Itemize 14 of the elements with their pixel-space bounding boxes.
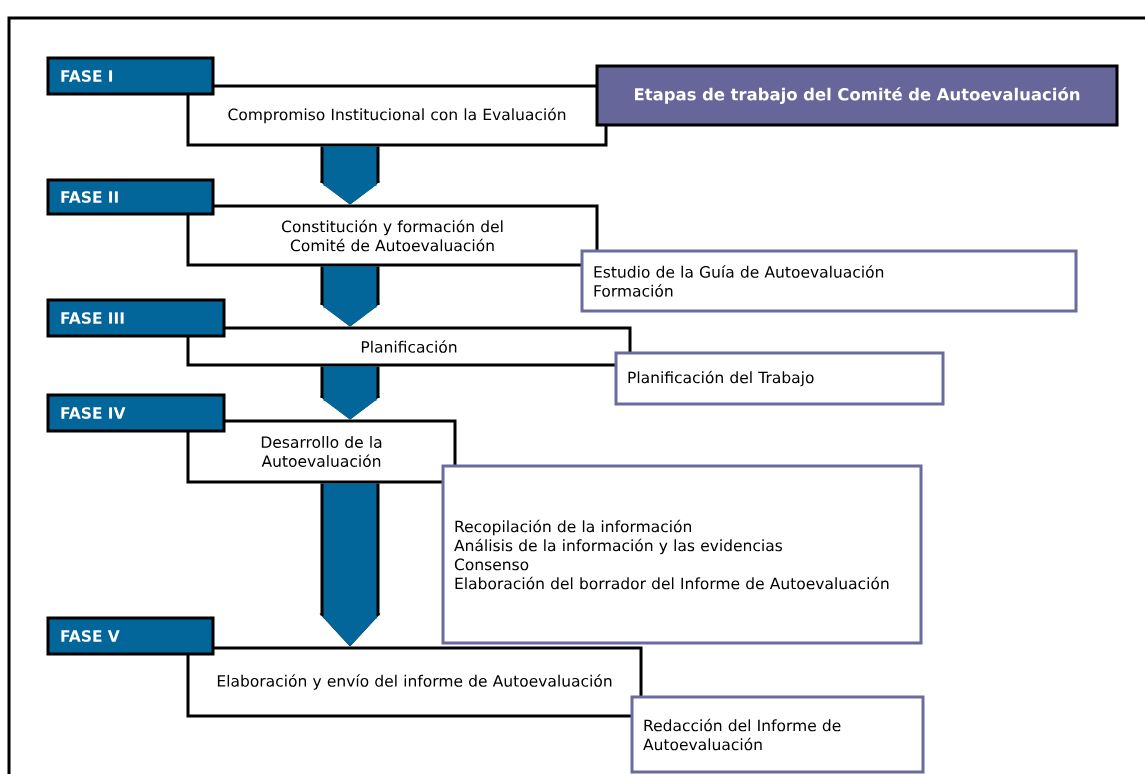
activity-box: Estudio de la Guía de Autoevaluación Formación bbox=[580, 249, 1078, 313]
phase-box: Compromiso Institucional con la Evaluación bbox=[186, 84, 608, 147]
phase-tab: FASE IV bbox=[46, 393, 226, 433]
activity-box: Redacción del Informe de Autoevaluación bbox=[630, 695, 925, 774]
phase-box: Desarrollo de la Autoevaluación bbox=[186, 419, 457, 484]
phase-tab: FASE III bbox=[46, 298, 226, 338]
phase-box: Planificación bbox=[186, 326, 632, 367]
phase-box: Constitución y formación del Comité de Autoevaluación bbox=[186, 204, 599, 267]
title-box: Etapas de trabajo del Comité de Autoevaluación bbox=[595, 64, 1119, 127]
phase-tab: FASE II bbox=[46, 178, 215, 216]
phase-tab: FASE I bbox=[46, 56, 215, 96]
phase-box: Elaboración y envío del informe de Autoevaluación bbox=[186, 646, 643, 718]
activity-box: Planificación del Trabajo bbox=[614, 351, 945, 406]
phase-tab: FASE V bbox=[46, 616, 215, 656]
